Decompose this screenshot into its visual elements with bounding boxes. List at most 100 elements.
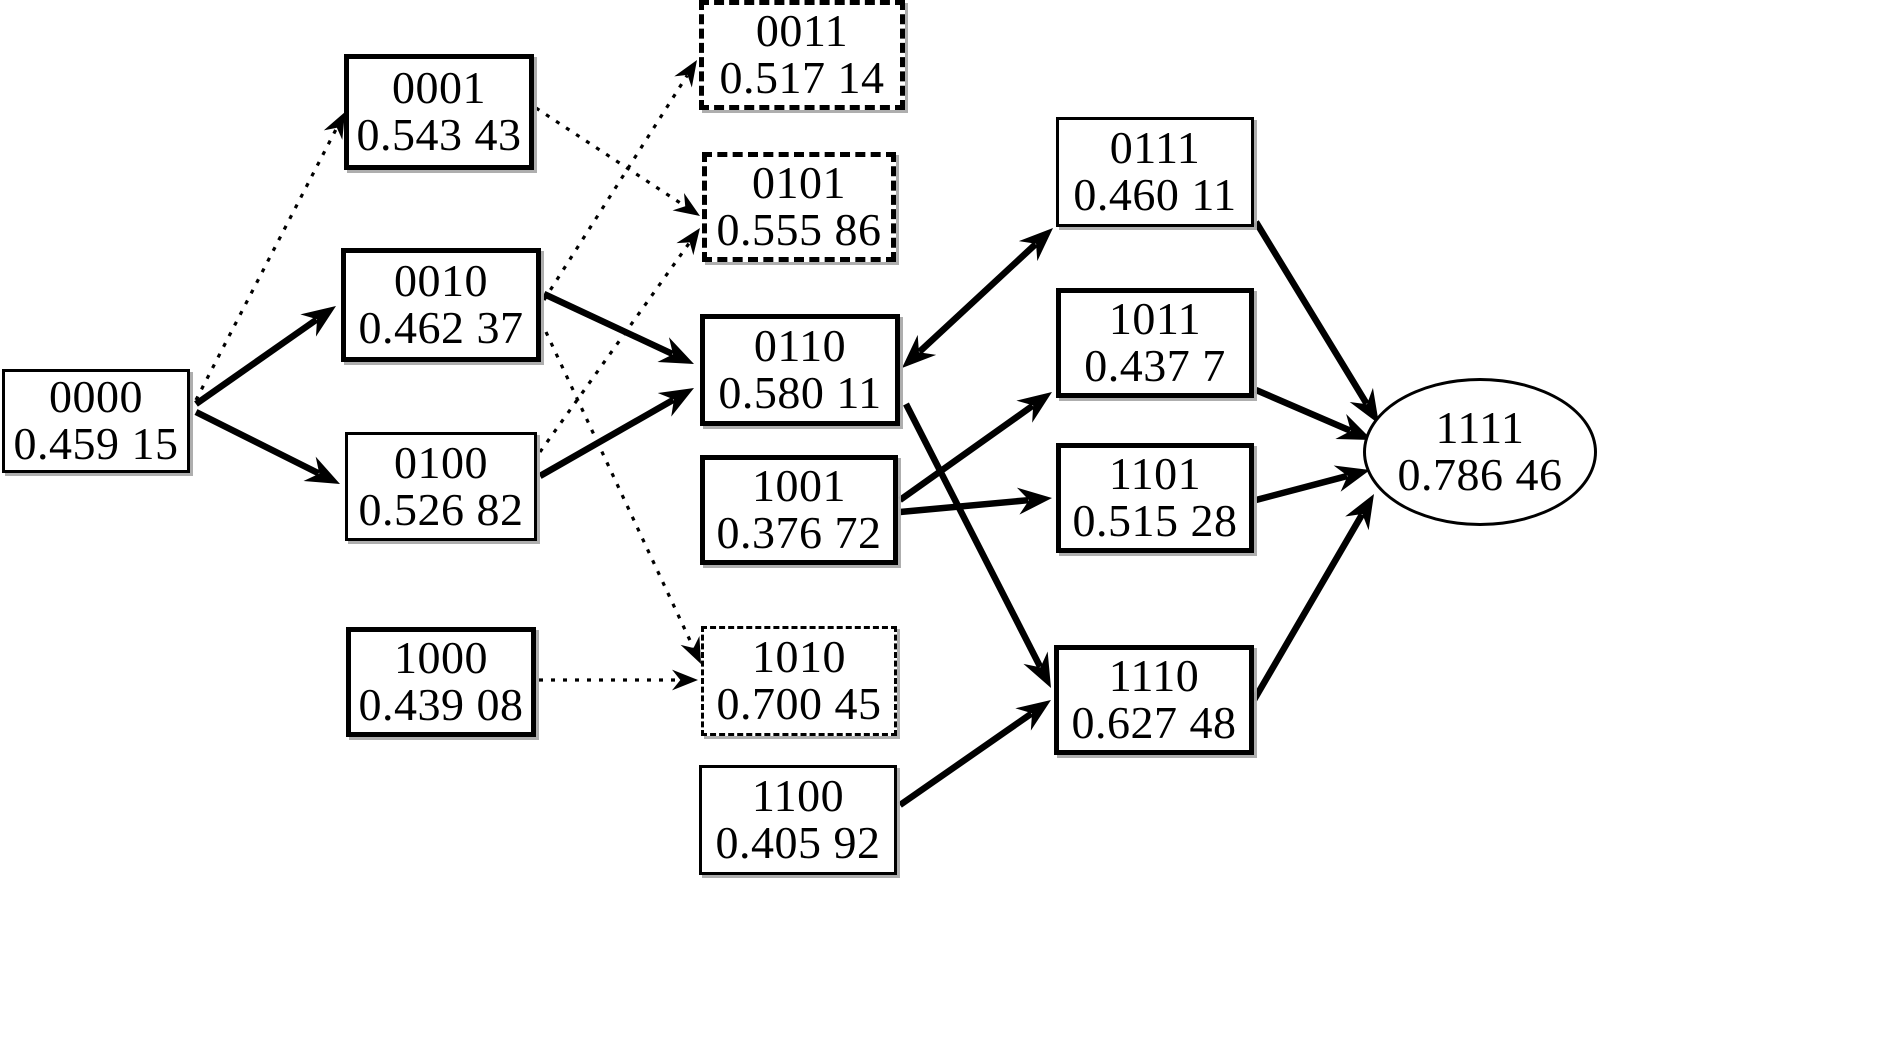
edge-0001-0101 (535, 106, 700, 216)
edge-1100-1110 (898, 700, 1051, 808)
node-label: 0011 (755, 5, 849, 57)
node-value: 0.517 14 (719, 52, 885, 103)
node-label: 1111 (1435, 402, 1525, 454)
arrowhead-reverse (902, 334, 937, 368)
arrowhead (674, 60, 697, 88)
node-value: 0.700 45 (716, 678, 882, 729)
edge-0000-0001 (194, 112, 345, 401)
edge-0100-0110 (538, 388, 694, 479)
node-value: 0.376 72 (716, 507, 882, 558)
edge-0110-0111 (902, 228, 1053, 368)
edge-1001-1011 (898, 392, 1052, 503)
arrowhead (657, 388, 694, 417)
node-value: 0.555 86 (716, 204, 882, 255)
arrowhead (1016, 392, 1052, 423)
edge-0110-1110 (903, 402, 1051, 688)
node-value: 0.580 11 (718, 367, 882, 418)
node-value: 0.543 43 (356, 109, 522, 160)
node-label: 0111 (1109, 122, 1201, 174)
edge-line (1251, 512, 1365, 702)
node-value: 0.459 15 (13, 418, 179, 469)
node-label: 1110 (1108, 650, 1200, 702)
node-value: 0.462 37 (358, 302, 524, 353)
arrowhead (676, 228, 700, 256)
arrowhead (300, 306, 336, 337)
edge-1000-1010 (539, 669, 698, 691)
edge-0000-0010 (194, 306, 336, 407)
arrowhead (672, 193, 700, 216)
node-label: 0101 (752, 157, 846, 209)
edge-line (899, 496, 1029, 516)
node-value: 0.786 46 (1397, 449, 1563, 500)
node-label: 1101 (1108, 448, 1202, 500)
edge-0010-1010 (544, 331, 701, 664)
edge-line (194, 316, 319, 407)
arrowhead (672, 669, 698, 691)
edge-line (538, 396, 675, 479)
edge-line (917, 241, 1038, 355)
edge-line (542, 291, 674, 357)
arrowhead (1023, 651, 1051, 688)
edge-line (898, 403, 1035, 503)
node-value: 0.627 48 (1071, 697, 1237, 748)
edge-0000-0100 (194, 409, 340, 484)
edge-0010-0110 (542, 291, 694, 364)
arrowhead (657, 337, 694, 364)
node-label: 0000 (49, 371, 143, 423)
node-label: 0001 (392, 62, 486, 114)
edge-line (1254, 387, 1352, 434)
edge-line (194, 409, 321, 477)
edge-0111-1111 (1253, 220, 1379, 424)
arrowhead (1345, 494, 1374, 531)
node-label: 1011 (1108, 293, 1202, 345)
arrowhead (1018, 228, 1053, 262)
arrowhead (303, 456, 340, 484)
edge-line (535, 106, 686, 208)
node-label: 1000 (394, 632, 488, 684)
arrowhead (1016, 487, 1052, 515)
node-label: 0100 (394, 436, 488, 488)
edge-0100-0101 (538, 228, 700, 453)
edge-line (194, 127, 339, 401)
arrowhead (680, 636, 701, 664)
node-label: 1010 (752, 631, 846, 683)
arrowhead (323, 112, 345, 140)
edge-1001-1101 (899, 487, 1052, 516)
node-label: 1100 (751, 770, 845, 822)
edge-line (1255, 472, 1348, 504)
node-value: 0.460 11 (1073, 169, 1237, 220)
edge-line (903, 402, 1044, 669)
node-label: 1001 (752, 460, 846, 512)
edge-1011-1111 (1254, 387, 1372, 440)
node-value: 0.526 82 (358, 483, 524, 535)
node-value: 0.437 7 (1084, 340, 1226, 391)
edge-line (538, 241, 691, 453)
arrowhead (1333, 465, 1370, 492)
edge-0010-0011 (542, 60, 697, 301)
node-value: 0.439 08 (358, 679, 524, 730)
edge-line (898, 710, 1034, 808)
node-label: 0010 (394, 255, 488, 307)
arrowhead (1015, 700, 1051, 731)
node-label: 0110 (753, 320, 847, 372)
edge-line (542, 74, 689, 301)
edge-1110-1111 (1251, 494, 1374, 702)
